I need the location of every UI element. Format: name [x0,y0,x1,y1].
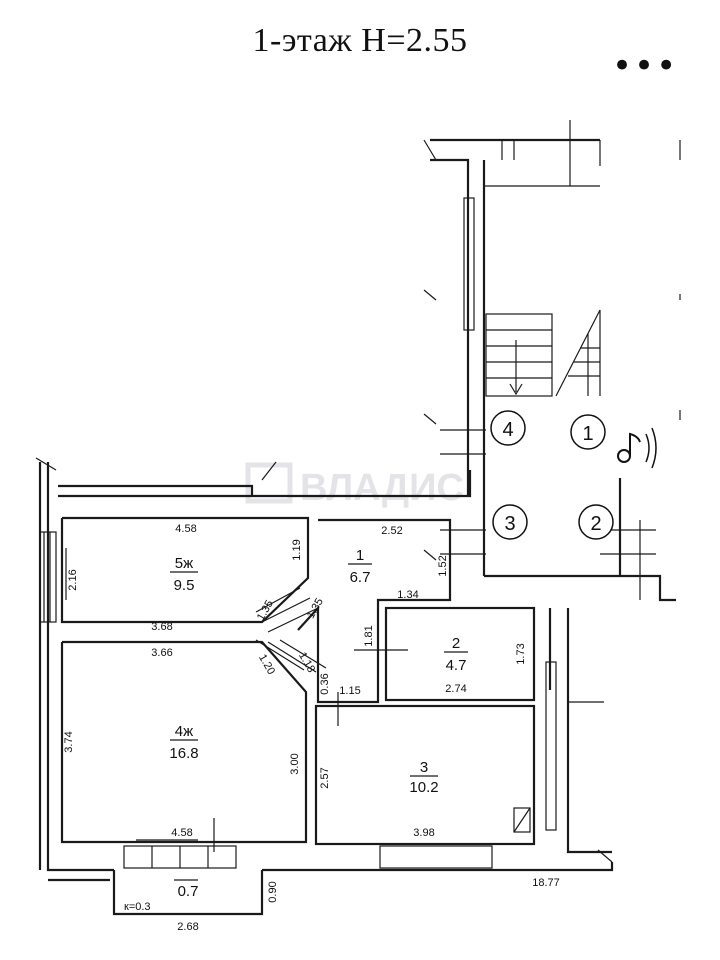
marker-2 [578,504,614,540]
dim-3-98: 3.98 [413,827,434,839]
room-5zh-area: 9.5 [174,577,195,594]
dim-1-19: 1.19 [291,539,303,560]
marker-4-label: 4 [502,419,513,441]
stairs-right [555,309,601,397]
dim-4-58-top: 4.58 [175,523,196,535]
marker-1 [570,414,606,450]
watermark-text: ВЛАДИС [300,467,464,509]
dim-3-74: 3.74 [63,731,75,752]
room-4zh-area: 16.8 [169,745,198,762]
marker-2-label: 2 [590,513,601,535]
room-4zh-walls [60,640,308,844]
dim-2-16: 2.16 [67,569,79,590]
room-5zh-walls [60,516,310,624]
room-3-number: 3 [420,759,428,776]
marker-3 [492,504,528,540]
marker-1-label: 1 [582,423,593,445]
stairs-left [485,313,553,397]
audio-note-icon[interactable] [617,427,657,469]
dim-1-73: 1.73 [515,643,527,664]
room-2-walls [384,606,536,702]
page-title: 1-этаж H=2.55 [252,22,468,59]
dim-1-34: 1.34 [397,589,418,601]
watermark-logo [245,462,293,504]
room-1-walls [297,518,452,704]
room-5zh-number: 5ж [175,555,193,572]
stair-handrail [463,197,475,331]
dim-1-81: 1.81 [363,625,375,646]
dim-2-74: 2.74 [445,683,466,695]
dim-3-66: 3.66 [151,647,172,659]
room-balcony-area: 0.7 [178,883,199,900]
room-2-area: 4.7 [446,657,467,674]
dim-1-35-b: 1.35 [305,596,326,621]
dim-2-68: 2.68 [177,921,198,933]
dim-1-52: 1.52 [437,555,449,576]
marker-4 [490,410,526,446]
dim-2-52: 2.52 [381,525,402,537]
marker-3-label: 3 [504,513,515,535]
dim-3-00: 3.00 [289,753,301,774]
room-2-number: 2 [452,635,460,652]
room-3-area: 10.2 [409,779,438,796]
dim-18-77: 18.77 [532,877,560,889]
coef-k: к=0.3 [124,901,151,913]
window-bottom-right [379,845,493,869]
dim-0-36: 0.36 [319,673,331,694]
partition-right [545,661,557,831]
room-1-area: 6.7 [350,569,371,586]
dim-2-57: 2.57 [319,767,331,788]
wall-outer-left [46,462,114,872]
window-left [39,531,57,623]
dim-4-58-bottom: 4.58 [171,827,192,839]
room-3-walls [314,704,536,846]
dim-1-15: 1.15 [339,685,360,697]
room-1-number: 1 [356,547,364,564]
room-4zh-number: 4ж [175,723,193,740]
dim-3-68: 3.68 [151,621,172,633]
dim-0-90: 0.90 [267,881,279,902]
